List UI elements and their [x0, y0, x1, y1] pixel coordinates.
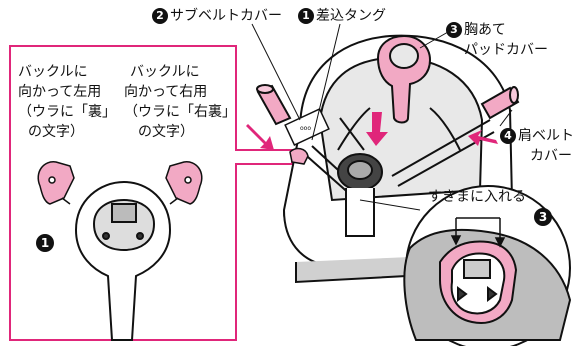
insert-tongue-number-badge: 1 — [298, 8, 314, 24]
shoulder-belt-number-badge: 4 — [500, 128, 516, 144]
right-use-line2: 向かって右用 — [124, 84, 208, 100]
insert-tongue-label: 差込タング — [316, 8, 386, 24]
svg-text:ooo: ooo — [300, 125, 311, 132]
pink-arrows — [246, 112, 498, 150]
shoulder-cover-right — [480, 86, 520, 120]
inset-arrows — [450, 217, 506, 248]
right-use-line1: バックルに — [130, 64, 200, 80]
insert-tongue-part — [289, 147, 309, 165]
inset-right-number-badge: 3 — [534, 208, 552, 226]
shoulder-belt-label-line2: カバー — [530, 148, 572, 164]
chest-pad-number-badge: 3 — [446, 22, 462, 38]
seat-buckle — [337, 153, 383, 237]
chest-pad-cover — [376, 34, 432, 124]
chest-pad-label-line1: 胸あて — [464, 22, 506, 38]
sub-belt-cover-label: サブベルトカバー — [170, 8, 282, 24]
shoulder-belt-label-line1: 肩ベルト — [518, 128, 574, 144]
left-use-line4: の文字） — [28, 124, 84, 140]
inset-left-number-badge: 1 — [36, 234, 54, 252]
right-use-line4: の文字） — [138, 124, 194, 140]
right-use-line3: （ウラに「右裏」 — [124, 104, 236, 120]
left-use-line1: バックルに — [18, 64, 88, 80]
left-use-line2: 向かって左用 — [18, 84, 102, 100]
chest-pad-label-line2: パッドカバー — [464, 42, 548, 58]
left-inset-buckle — [74, 180, 172, 341]
right-inset — [359, 185, 572, 346]
left-use-text: バックルに 向かって左用 （ウラに「裏」 の文字） — [18, 62, 116, 142]
shoulder-cover-left — [256, 84, 292, 126]
gap-insert-label: すきまに入れる — [428, 189, 526, 205]
right-tongue-part — [165, 161, 203, 205]
sub-belt-number-badge: 2 — [152, 8, 168, 24]
left-tongue-part — [37, 161, 75, 205]
leader-lines — [251, 23, 513, 141]
left-use-line3: （ウラに「裏」 — [18, 104, 116, 120]
right-use-text: バックルに 向かって右用 （ウラに「右裏」 の文字） — [124, 62, 236, 142]
sub-belt-cover: ooo — [284, 108, 330, 146]
